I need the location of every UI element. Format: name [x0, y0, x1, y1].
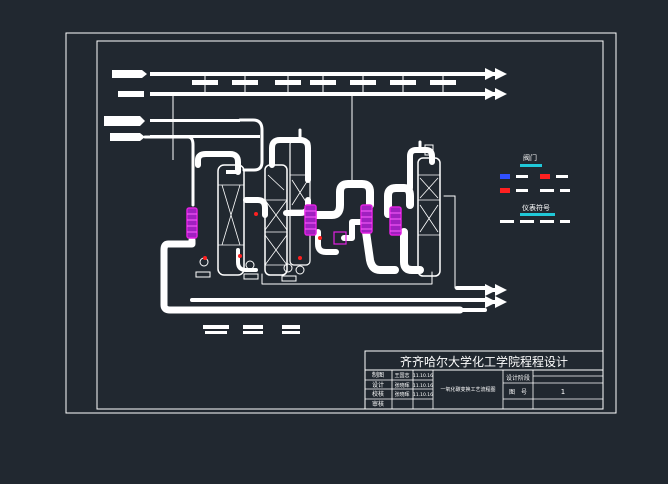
tower-2b	[289, 139, 311, 266]
row-role-3: 校核	[372, 390, 384, 398]
pumps	[195, 257, 305, 282]
row-date-2: 11.10.16	[413, 383, 433, 389]
row-name-1: 王国志	[394, 372, 409, 379]
outlet-arrows	[485, 284, 507, 308]
legend-valves-title: 阀门	[523, 153, 537, 162]
top-header-pipes	[104, 68, 507, 185]
exchanger-e4	[389, 206, 402, 236]
stage-label: 设计阶段	[506, 374, 530, 382]
sheet-value: 1	[561, 388, 565, 396]
legend-instruments-title: 仪表符号	[522, 203, 550, 212]
sheet-label: 图 号	[509, 389, 527, 396]
outer-frame	[65, 32, 617, 414]
exchanger-e3	[360, 204, 373, 234]
tower-3	[417, 144, 441, 277]
school-title: 齐齐哈尔大学化工学院程程设计	[400, 354, 568, 369]
legend: 阀门 仪表符号	[500, 153, 570, 223]
valve-markers	[203, 212, 322, 260]
exchanger-e1	[186, 207, 198, 239]
row-date-3: 11.10.16	[413, 392, 433, 398]
tower-1	[217, 164, 245, 276]
drawing-name: 一氧化碳变换工艺流程图	[440, 386, 495, 393]
row-date-1: 11.10.16	[413, 373, 433, 379]
row-role-1: 制图	[372, 371, 384, 379]
process-piping	[143, 118, 487, 314]
inner-frame	[96, 40, 604, 410]
title-block: 齐齐哈尔大学化工学院程程设计 制图 王国志 11.10.16 设计 张晓晖 11…	[364, 350, 604, 410]
row-name-2: 张晓晖	[394, 382, 409, 389]
row-name-3: 张晓晖	[394, 391, 409, 398]
separator-vessel	[333, 231, 347, 245]
tower-2	[264, 164, 288, 276]
row-role-2: 设计	[372, 381, 384, 389]
heat-exchangers	[186, 204, 402, 245]
exchanger-e2	[304, 204, 317, 236]
bottom-tags	[203, 325, 300, 334]
row-role-4: 审核	[372, 400, 384, 408]
